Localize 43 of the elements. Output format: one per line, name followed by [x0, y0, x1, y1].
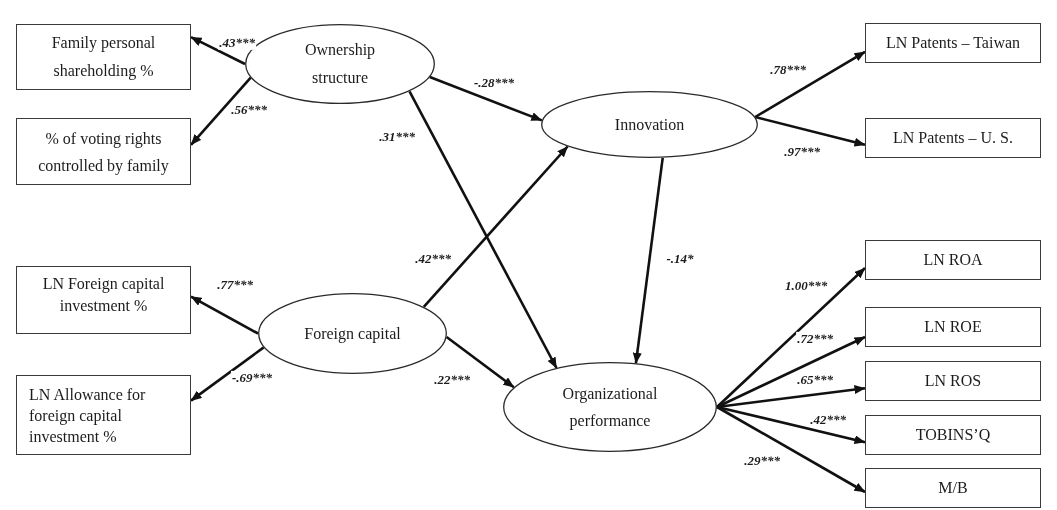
indicator-box — [865, 415, 1041, 455]
arrow — [408, 90, 558, 369]
arrow — [190, 36, 246, 66]
arrow — [422, 145, 569, 308]
indicator-box — [865, 307, 1041, 347]
node-text: LN ROA — [923, 250, 983, 270]
indicator-box — [865, 468, 1041, 508]
latent-construct-ellipse — [541, 91, 758, 158]
arrow — [754, 50, 866, 119]
node-text: Ownership structure — [303, 40, 377, 88]
node-text: LN Patents – Taiwan — [885, 33, 1021, 53]
node-text: LN Foreign capital investment % — [41, 274, 166, 316]
arrow — [754, 115, 866, 147]
indicator-box — [865, 240, 1041, 280]
node-text: LN Patents – U. S. — [893, 128, 1013, 148]
node-text: LN Allowance for foreign capital investment % — [29, 384, 147, 447]
path-coefficient: .43*** — [218, 35, 256, 51]
arrow — [190, 346, 265, 402]
node-text: % of voting rights controlled by family — [37, 128, 170, 177]
node-text: Family personal shareholding % — [50, 33, 157, 82]
arrow — [190, 76, 252, 146]
arrow — [445, 335, 515, 389]
node-text: TOBINS’Q — [915, 425, 991, 445]
node-text: Organizational performance — [561, 384, 659, 432]
latent-construct-ellipse — [258, 293, 447, 374]
indicator-box — [865, 23, 1041, 63]
arrow — [632, 157, 664, 364]
node-text: Innovation — [614, 114, 685, 135]
indicator-box — [865, 118, 1041, 158]
indicator-box — [16, 24, 191, 90]
node-text: LN ROS — [924, 371, 982, 391]
indicator-box — [16, 375, 191, 455]
arrow — [429, 75, 543, 122]
arrow — [716, 267, 866, 408]
arrow — [190, 295, 259, 335]
node-text: LN ROE — [924, 317, 982, 337]
indicator-box — [865, 361, 1041, 401]
indicator-box — [16, 266, 191, 334]
indicator-box — [16, 118, 191, 185]
arrow — [716, 405, 866, 494]
node-text: Foreign capital — [304, 323, 401, 345]
node-text: M/B — [938, 478, 968, 498]
latent-construct-ellipse — [503, 362, 717, 452]
